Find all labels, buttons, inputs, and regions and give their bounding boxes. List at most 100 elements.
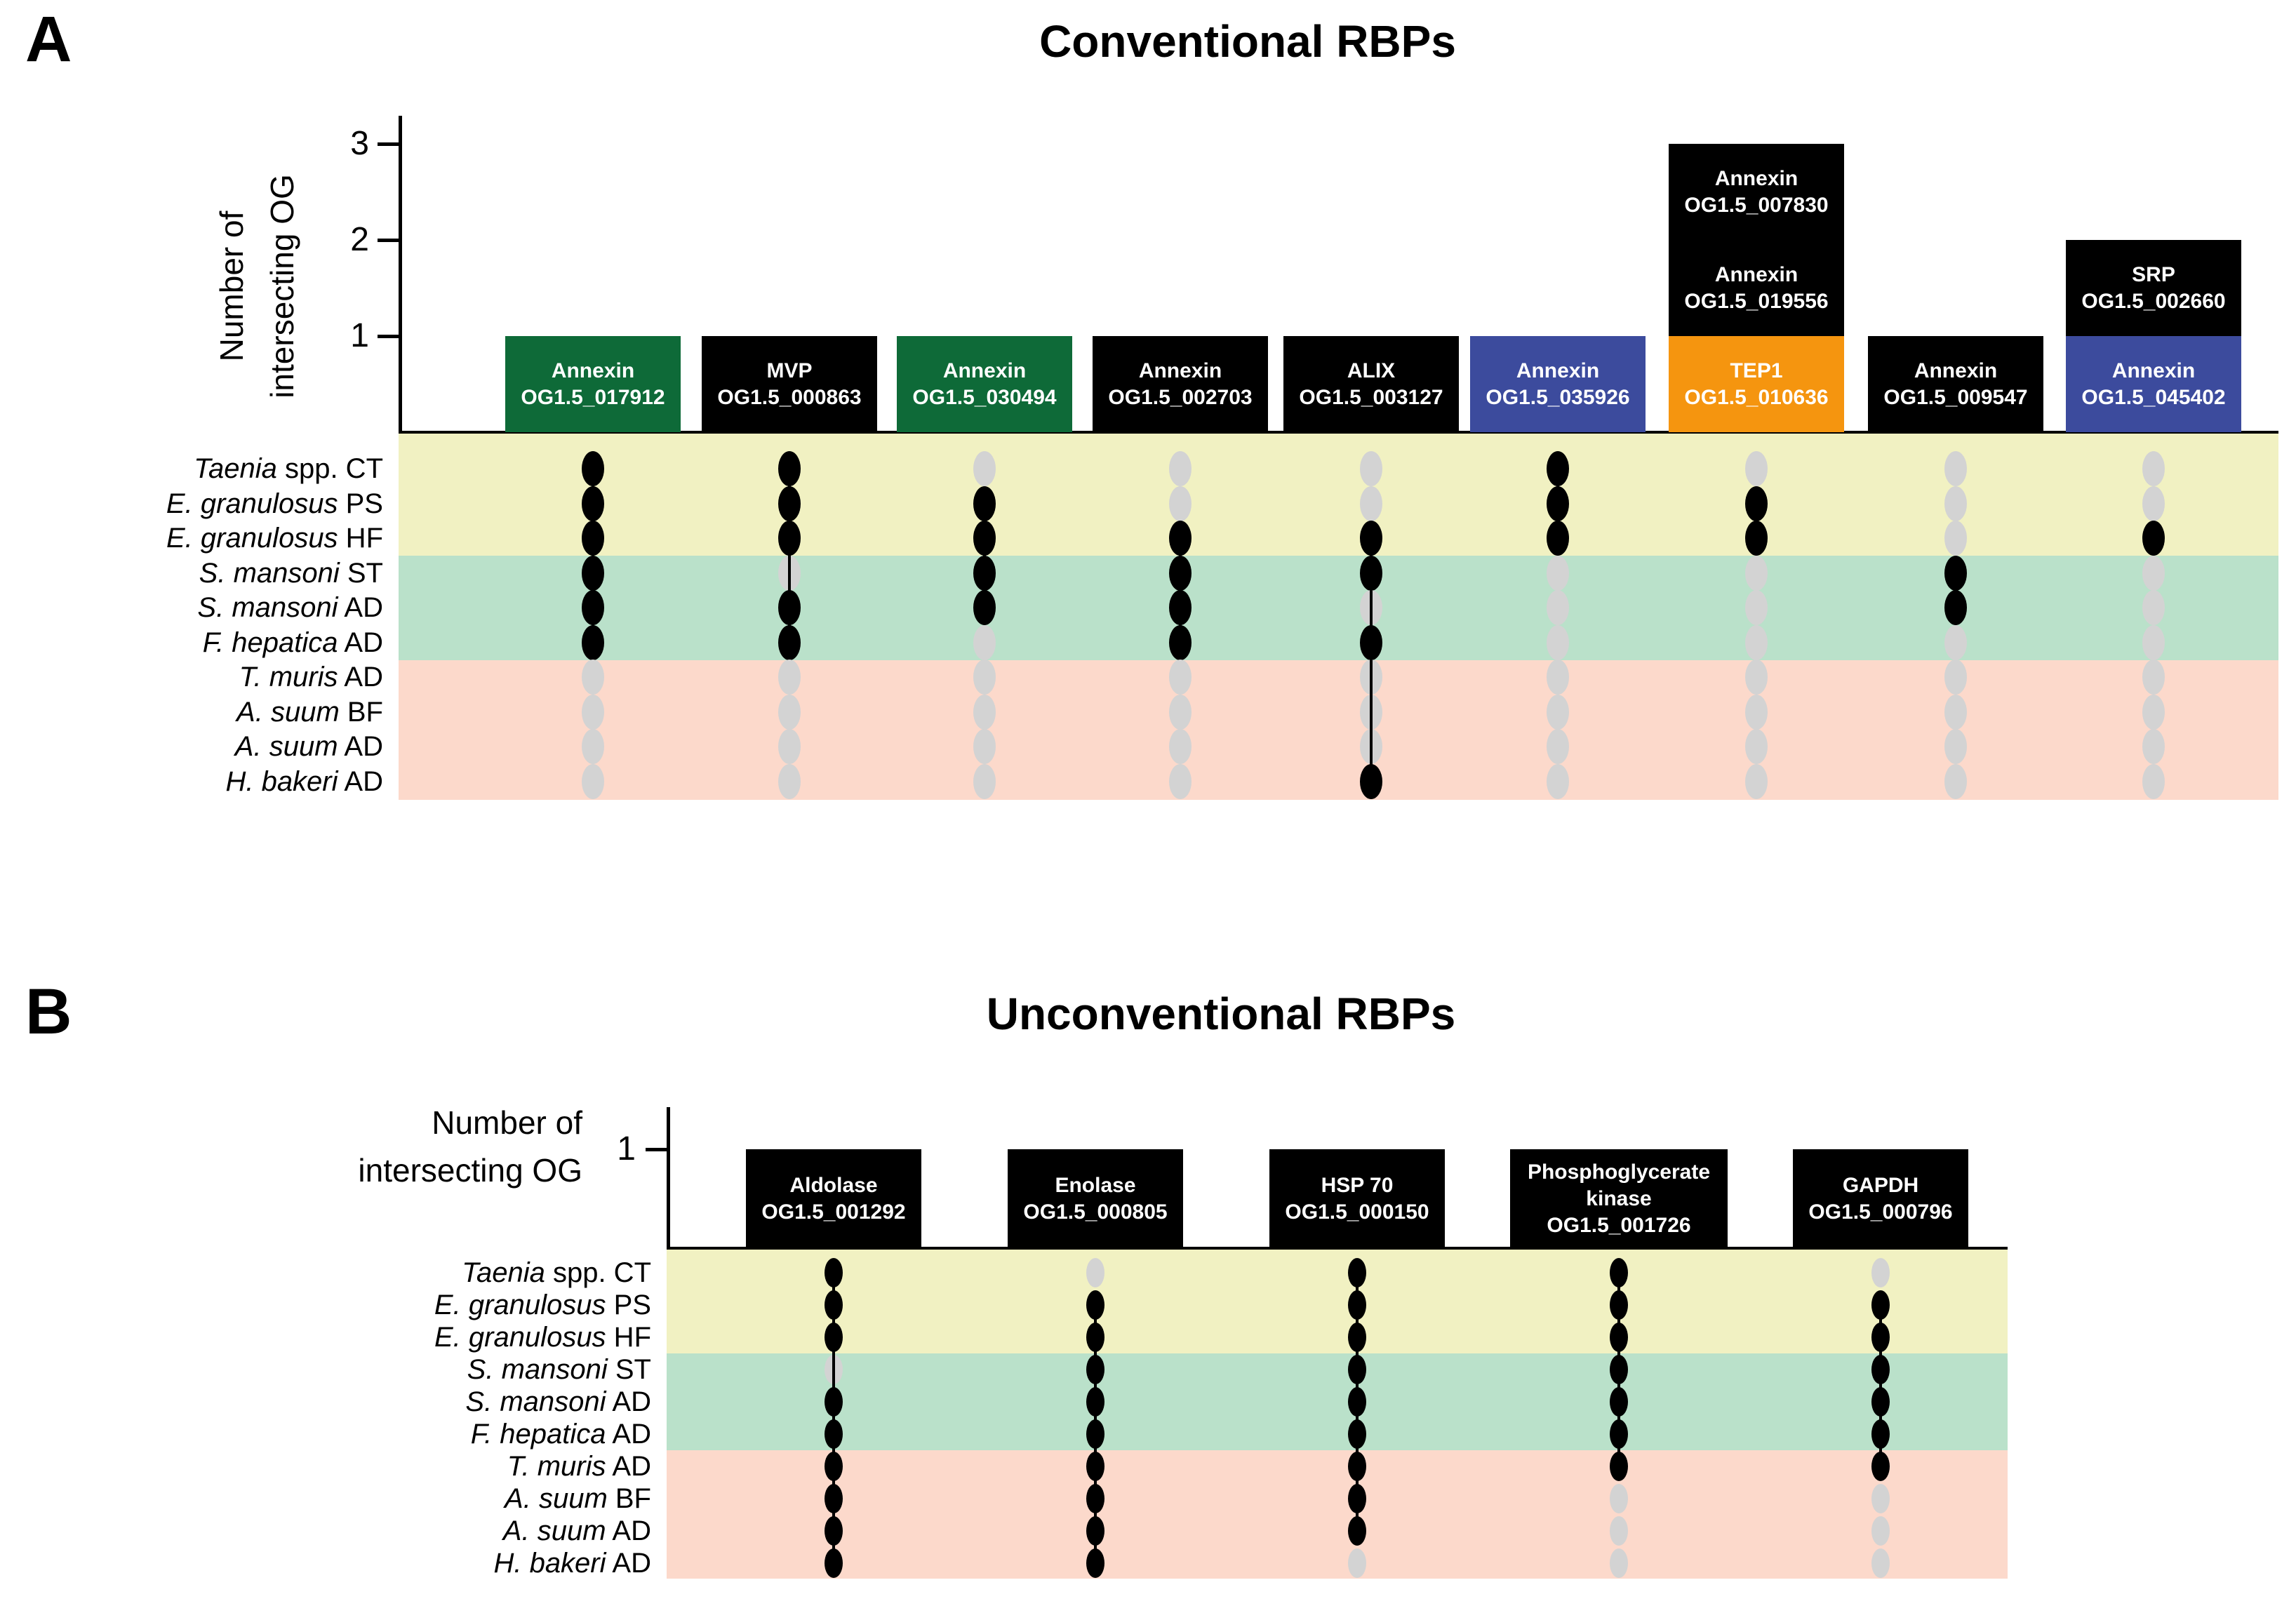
panel-a-row-label-species: A. suum [236, 697, 340, 728]
panel-a-bar-label-line: MVP [766, 359, 813, 382]
panel-a-bar-label-line: OG1.5_017912 [521, 385, 665, 409]
panel-a-row-label-species: E. granulosus [166, 523, 338, 554]
panel-a-matrix-dot-empty [582, 660, 604, 695]
panel-a-matrix-dot-empty [2142, 625, 2165, 660]
panel-a-row-label-suffix: AD [338, 662, 383, 692]
panel-a-matrix-dot-empty [1547, 660, 1569, 695]
panel-b-row-label-species: S. mansoni [467, 1354, 608, 1385]
panel-a-bar-label-line: OG1.5_002703 [1108, 385, 1253, 409]
panel-a-bar-label-line: OG1.5_009547 [1883, 385, 2028, 409]
panel-a-matrix-dot-empty [2142, 695, 2165, 730]
panel-b-y-axis-label-line1: Number of [432, 1104, 582, 1141]
panel-b-row-label-suffix: spp. CT [545, 1257, 651, 1288]
panel-b-bar-label-line: Enolase [1055, 1173, 1136, 1197]
panel-a-matrix-connector [1755, 504, 1758, 538]
panel-b-row-label-suffix: HF [606, 1322, 651, 1353]
panel-a-matrix-connector [592, 469, 594, 643]
panel-b-matrix-connector [1356, 1273, 1359, 1531]
panel-a-matrix-dot-empty [2142, 729, 2165, 764]
panel-a-matrix-dot-empty [1745, 660, 1768, 695]
panel-b-y-tick-mark-1 [646, 1148, 667, 1151]
panel-a-matrix-dot-empty [973, 729, 996, 764]
panel-a-row-label-suffix: AD [338, 592, 383, 623]
panel-a-bar-label-line: OG1.5_000863 [717, 385, 862, 409]
panel-a-row-label-species: E. granulosus [166, 488, 338, 519]
panel-a-bar-label-line: OG1.5_019556 [1684, 289, 1829, 313]
panel-a-row-label-species: F. hepatica [202, 627, 338, 658]
panel-a-matrix-dot-empty [1944, 764, 1967, 799]
panel-b-row-label: S. mansoni AD [465, 1388, 651, 1416]
panel-a-y-tick-mark-1 [378, 335, 399, 338]
panel-a-row-label-suffix: PS [338, 488, 383, 519]
panel-a-matrix-connector [788, 469, 791, 643]
panel-b-row-label-species: H. bakeri [493, 1548, 606, 1579]
panel-a-y-axis-label-line1: Number of [213, 210, 250, 362]
panel-a-bar-label-line: Annexin [1138, 359, 1222, 382]
panel-a-matrix-dot-empty [1944, 451, 1967, 486]
panel-b-letter: B [25, 976, 72, 1048]
panel-a-matrix-connector [1954, 573, 1957, 608]
panel-a-row-label-species: Taenia [194, 453, 277, 484]
panel-a-y-tick-mark-3 [378, 142, 399, 146]
panel-b-y-axis-line [667, 1107, 670, 1248]
panel-b-bar-label-line: OG1.5_001292 [761, 1200, 906, 1224]
panel-b-matrix-dot-empty [1871, 1258, 1890, 1287]
panel-a-matrix-connector [1556, 469, 1559, 538]
panel-a-matrix-dot-empty [582, 695, 604, 730]
panel-b-matrix-connector [1879, 1305, 1882, 1466]
panel-b-matrix-dot-empty [1348, 1548, 1366, 1578]
panel-a-row-label: S. mansoni ST [199, 559, 383, 587]
panel-b-row-label: E. granulosus PS [434, 1291, 651, 1319]
panel-b-y-axis-label-line2: intersecting OG [358, 1152, 582, 1189]
panel-a-row-label-suffix: spp. CT [276, 453, 383, 484]
panel-b-y-tick-label-1: 1 [617, 1130, 636, 1167]
panel-a-row-label-suffix: ST [339, 558, 383, 589]
panel-a-matrix-dot-empty [778, 764, 801, 799]
panel-a-row-label: A. suum BF [236, 698, 383, 726]
panel-b-bar-label-line: GAPDH [1842, 1173, 1919, 1197]
panel-a-y-axis-label-line2: intersecting OG [264, 174, 300, 399]
panel-a-matrix-dot-empty [973, 451, 996, 486]
panel-a-matrix-dot-empty [778, 695, 801, 730]
panel-a-bar-label-line: OG1.5_002660 [2081, 289, 2226, 313]
panel-a-matrix-dot-empty [1745, 729, 1768, 764]
panel-a-bar-label-line: OG1.5_045402 [2081, 385, 2226, 409]
panel-b-title: Unconventional RBPs [986, 989, 1456, 1039]
panel-b-row-label-species: T. muris [507, 1451, 606, 1482]
panel-b-row-label-species: E. granulosus [434, 1322, 606, 1353]
panel-a-bar-label-line: Annexin [1516, 359, 1600, 382]
panel-a-bar-label-line: Annexin [1714, 262, 1798, 286]
panel-a-matrix-dot-empty [1745, 695, 1768, 730]
panel-b-matrix-dot-empty [1610, 1548, 1628, 1578]
panel-b-row-label-suffix: AD [606, 1386, 651, 1417]
panel-b-row-label: H. bakeri AD [493, 1549, 651, 1577]
panel-a-bar-label-line: OG1.5_003127 [1299, 385, 1443, 409]
panel-a-bar-label-line: Annexin [2111, 359, 2196, 382]
panel-a-bar-label-line: TEP1 [1730, 359, 1783, 382]
panel-a-row-label-suffix: AD [338, 627, 383, 658]
panel-a-bar-segment: MVP OG1.5_000863 [702, 336, 877, 432]
panel-b-matrix-connector [1094, 1305, 1097, 1563]
panel-a-matrix-dot-empty [973, 695, 996, 730]
panel-a-matrix-dot-empty [973, 660, 996, 695]
panel-a-matrix-dot-empty [1169, 729, 1192, 764]
panel-a-matrix-dot-empty [778, 729, 801, 764]
panel-a-matrix-dot-empty [1944, 729, 1967, 764]
panel-a-bar-label-line: OG1.5_007830 [1684, 193, 1829, 217]
panel-b-bar-label-line: HSP 70 [1321, 1173, 1394, 1197]
panel-b-bar-label-line: OG1.5_001726 [1547, 1213, 1691, 1237]
panel-a-bar-label-line: Annexin [1714, 166, 1798, 190]
panel-a-bar-label-line: OG1.5_035926 [1486, 385, 1630, 409]
panel-b-matrix-dot-empty [1871, 1516, 1890, 1546]
